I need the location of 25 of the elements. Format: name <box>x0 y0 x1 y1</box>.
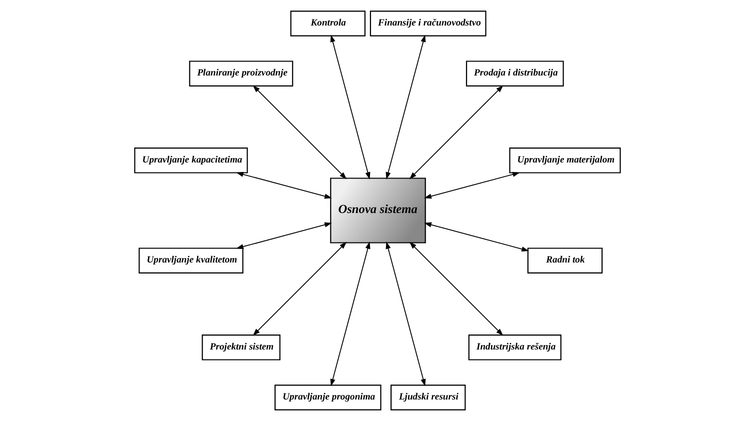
node-box: Kontrola <box>290 10 366 36</box>
arrow <box>252 242 347 336</box>
arrow <box>330 242 370 386</box>
arrow <box>330 34 370 180</box>
node-box: Osnova sistema <box>330 178 426 244</box>
node-box: Projektni sistem <box>202 334 280 360</box>
arrow <box>424 222 529 252</box>
node-box: Upravljanje progonima <box>274 384 382 410</box>
arrow <box>409 242 504 336</box>
arrow <box>409 85 504 180</box>
node-box: Planiranje proizvodnje <box>189 60 294 86</box>
arrow <box>236 172 332 199</box>
arrow <box>252 85 347 180</box>
node-box: Ljudski resursi <box>390 384 466 410</box>
node-box: Radni tok <box>527 248 603 274</box>
node-box: Upravljanje kapacitetima <box>134 148 248 174</box>
node-box: Finansije i računovodstvo <box>370 10 486 36</box>
node-box: Industrijska rešenja <box>468 334 562 360</box>
arrow <box>386 34 426 180</box>
arrow <box>386 242 426 386</box>
arrow <box>236 222 332 250</box>
arrow <box>424 172 520 199</box>
node-box: Upravljanje materijalom <box>509 148 621 174</box>
node-box: Upravljanje kvalitetom <box>138 248 244 274</box>
node-box: Prodaja i distribucija <box>466 60 564 86</box>
